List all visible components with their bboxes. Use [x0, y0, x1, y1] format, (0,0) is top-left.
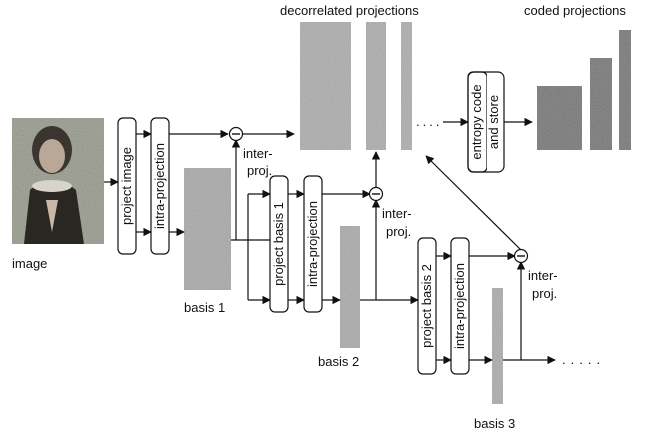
entropy-text-line1: entropy code	[469, 84, 484, 159]
decorrelated-projection-3	[401, 22, 412, 150]
coded-projection-2	[590, 58, 612, 150]
stage1-connectors	[104, 129, 295, 305]
coded-projection-3	[619, 30, 631, 150]
entropy-text-line2: and store	[486, 95, 501, 149]
continuation-dots-top: ....	[416, 114, 442, 129]
decorrelated-projections-title: decorrelated projections	[280, 3, 419, 18]
basis-3-label: basis 3	[474, 416, 515, 431]
intra-projection-box-1: intra-projection	[150, 117, 170, 255]
basis-3-image	[492, 288, 503, 404]
intra-projection-box-3: intra-projection	[450, 237, 470, 375]
project-image-box: project image	[117, 117, 137, 255]
basis-2-label: basis 2	[318, 354, 359, 369]
inter-proj-label-1b: proj.	[247, 163, 272, 178]
basis-1-label: basis 1	[184, 300, 225, 315]
project-image-text: project image	[119, 147, 134, 225]
project-basis-2-text: project basis 2	[419, 264, 434, 348]
subtract-operator-2	[368, 186, 384, 202]
basis-1-image	[184, 168, 231, 290]
subtract-operator-1	[228, 126, 244, 142]
stage2-connectors	[288, 151, 419, 305]
stage3-connectors	[425, 155, 556, 365]
inter-proj-label-3b: proj.	[532, 286, 557, 301]
inter-proj-label-1a: inter-	[243, 146, 273, 161]
intra-projection-text-2: intra-projection	[305, 201, 320, 287]
decorrelated-projection-1	[300, 22, 351, 150]
input-image	[12, 118, 104, 244]
continuation-dots-bottom: .....	[562, 352, 605, 367]
inter-proj-label-2a: inter-	[382, 206, 412, 221]
inter-proj-label-2b: proj.	[386, 224, 411, 239]
entropy-code-box: entropy code and store	[467, 71, 505, 173]
coded-projections-title: coded projections	[524, 3, 626, 18]
intra-projection-text-1: intra-projection	[152, 143, 167, 229]
intra-projection-text-3: intra-projection	[452, 263, 467, 349]
coded-projection-1	[537, 86, 582, 150]
project-basis-1-box: project basis 1	[269, 175, 289, 313]
subtract-operator-3	[513, 248, 529, 264]
intra-projection-box-2: intra-projection	[303, 175, 323, 313]
basis-2-image	[340, 226, 360, 348]
inter-proj-label-3a: inter-	[528, 268, 558, 283]
project-basis-2-box: project basis 2	[417, 237, 437, 375]
image-label: image	[12, 256, 47, 271]
project-basis-1-text: project basis 1	[271, 202, 286, 286]
decorrelated-projection-2	[366, 22, 386, 150]
